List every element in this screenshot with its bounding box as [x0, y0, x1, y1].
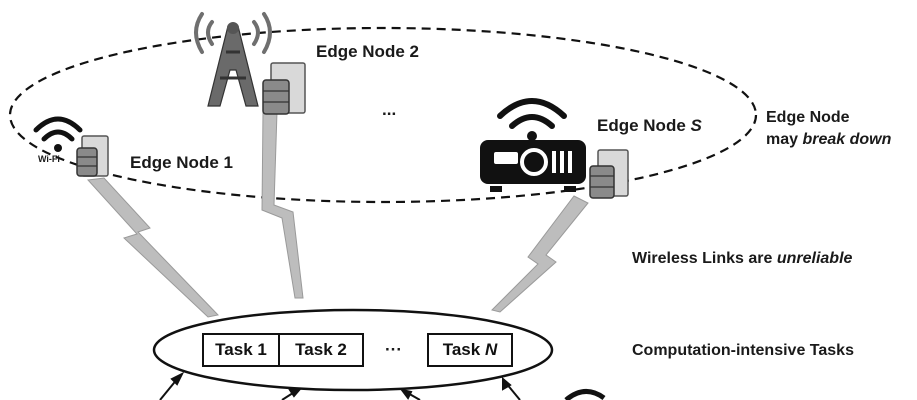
edge-node-s-label-prefix: Edge Node	[597, 116, 691, 135]
server-icon	[262, 62, 306, 115]
wifi-icon	[497, 98, 567, 141]
task-n-var: N	[484, 340, 498, 359]
edge-node-1	[33, 116, 109, 177]
wireless-emphasis: unreliable	[776, 250, 853, 267]
edge-node-s-var: S	[690, 116, 702, 135]
server-icon	[76, 135, 109, 177]
radio-tower-icon	[194, 12, 272, 107]
edge-node-s-label: Edge Node S	[597, 116, 702, 136]
edge-node-1-label: Edge Node 1	[130, 153, 233, 172]
task-n-prefix: Task	[442, 340, 481, 359]
breakdown-emphasis: break down	[802, 131, 892, 148]
server-icon	[589, 149, 629, 199]
lightning-link-icon	[491, 195, 589, 313]
edge-node-2	[194, 12, 306, 115]
lightning-link-icon	[86, 177, 219, 318]
breakdown-prefix: may	[766, 131, 803, 148]
task-pool-boundary	[152, 308, 554, 392]
breakdown-note-line2: may break down	[766, 130, 891, 150]
task-2-box: Task 2	[278, 333, 364, 367]
user-arrows	[159, 371, 606, 400]
task-1-box: Task 1	[202, 333, 280, 367]
wireless-note: Wireless Links are unreliable	[632, 249, 852, 269]
wireless-links	[86, 111, 589, 318]
projector-icon	[480, 140, 586, 192]
wifi-icon	[33, 116, 83, 152]
edge-nodes-ellipsis: ...	[382, 100, 397, 119]
edge-node-2-label: Edge Node 2	[316, 42, 419, 61]
tasks-note: Computation-intensive Tasks	[632, 342, 854, 359]
wifi-label: Wi-Fi	[38, 154, 60, 164]
edge-nodes-boundary	[8, 26, 758, 204]
breakdown-note-line1: Edge Node	[766, 109, 850, 126]
task-n-box: Task N	[427, 333, 513, 367]
edge-node-s	[480, 98, 629, 199]
wireless-prefix: Wireless Links are	[632, 250, 777, 267]
tasks-ellipsis: ···	[385, 340, 402, 359]
lightning-link-icon	[261, 111, 304, 299]
